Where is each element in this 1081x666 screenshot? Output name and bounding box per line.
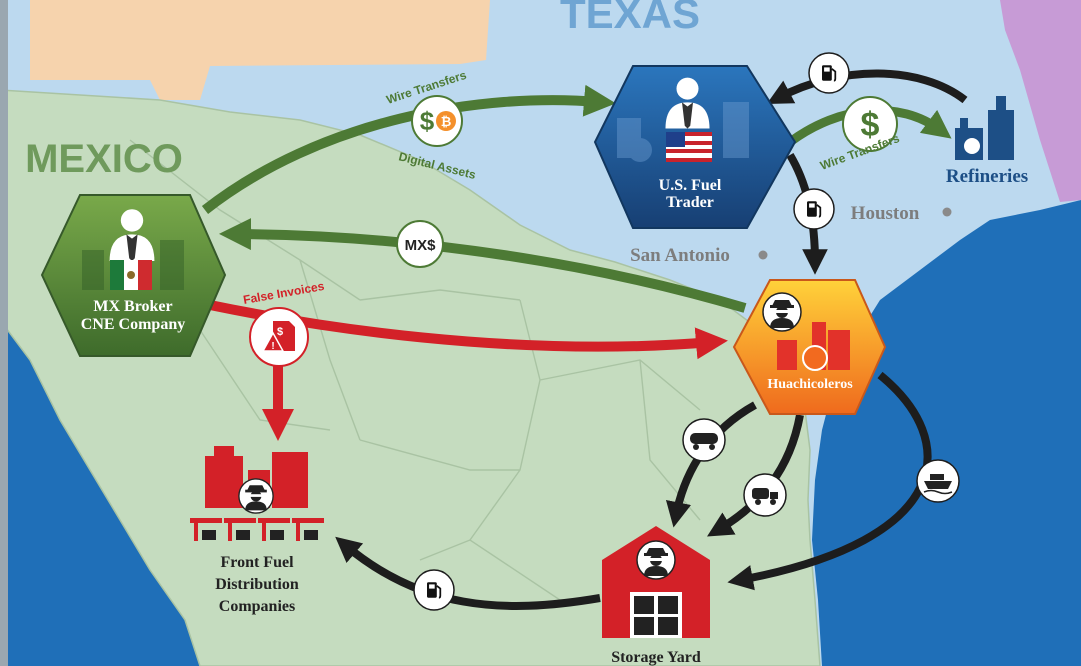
us-trader-label-line2: Trader [666,194,714,211]
gas-station-icon [190,518,324,541]
svg-text:$: $ [420,106,435,136]
currency-badge: MX$ [396,220,444,268]
mx-broker-label-line2: CNE Company [81,316,185,333]
node-huachicoleros: Huachicoleros [732,279,887,415]
svg-text:!: ! [271,341,274,352]
masked-person-icon [636,540,676,580]
rail-tanker-icon [682,418,726,462]
pacific-ocean [0,320,200,666]
us-flag-icon [666,132,712,162]
front-fuel-label-line3: Companies [219,598,295,615]
masked-person-icon [762,292,802,332]
city-label-houston: Houston [851,203,920,224]
dollar-icon: $ [842,96,898,152]
node-refineries: Refineries [946,96,1028,187]
mexico-flag-icon [110,260,152,290]
city-dot-houston [942,207,952,217]
city-dot-san-antonio [758,250,768,260]
region-label-mexico: MEXICO [25,137,183,181]
city-label-san-antonio: San Antonio [630,245,730,266]
us-trader-label-line1: U.S. Fuel [659,177,722,194]
left-edge [0,0,8,666]
tanker-truck-icon [743,473,787,517]
fuel-pump-icon [413,569,455,611]
money-crypto-icon: $ ₿ [411,95,463,147]
node-mx-broker: MX Broker CNE Company [40,194,227,357]
region-label-texas: TEXAS [560,0,700,37]
gulf-of-mexico [812,200,1081,666]
svg-text:$: $ [861,106,880,144]
refineries-label: Refineries [946,166,1028,187]
front-fuel-label-line2: Distribution [215,576,299,593]
flow-label-currency: MX$ [405,237,437,254]
broker-background-buildings [82,240,184,290]
node-storage-yard: Storage Yard [602,526,710,666]
arrow-huachicoleros-to-broker [219,218,747,313]
storage-yard-label: Storage Yard [611,649,701,666]
arrow-storage-to-front-fuel [335,536,601,610]
trader-background-buildings [617,102,749,162]
invoice-warning-icon: $ ! [249,307,309,367]
front-fuel-label-line1: Front Fuel [220,554,294,571]
ship-icon [916,459,960,503]
buildings-icon [777,322,850,371]
arrow-broker-to-trader [201,84,616,214]
mx-broker-label-line1: MX Broker [93,298,172,315]
arrow-refineries-to-trader [766,69,968,105]
fuel-pump-icon [793,188,835,230]
masked-person-icon [238,478,274,514]
texas-land [30,0,490,100]
svg-text:₿: ₿ [441,114,452,129]
node-us-fuel-trader: U.S. Fuel Trader [593,65,797,229]
fuel-pump-icon [808,52,850,94]
node-front-fuel: Front Fuel Distribution Companies [190,446,324,615]
warehouse-icon [602,526,710,638]
huachicoleros-label: Huachicoleros [767,377,853,392]
louisiana-land [1000,0,1081,202]
svg-text:$: $ [277,326,283,338]
refinery-icon [955,96,1014,160]
